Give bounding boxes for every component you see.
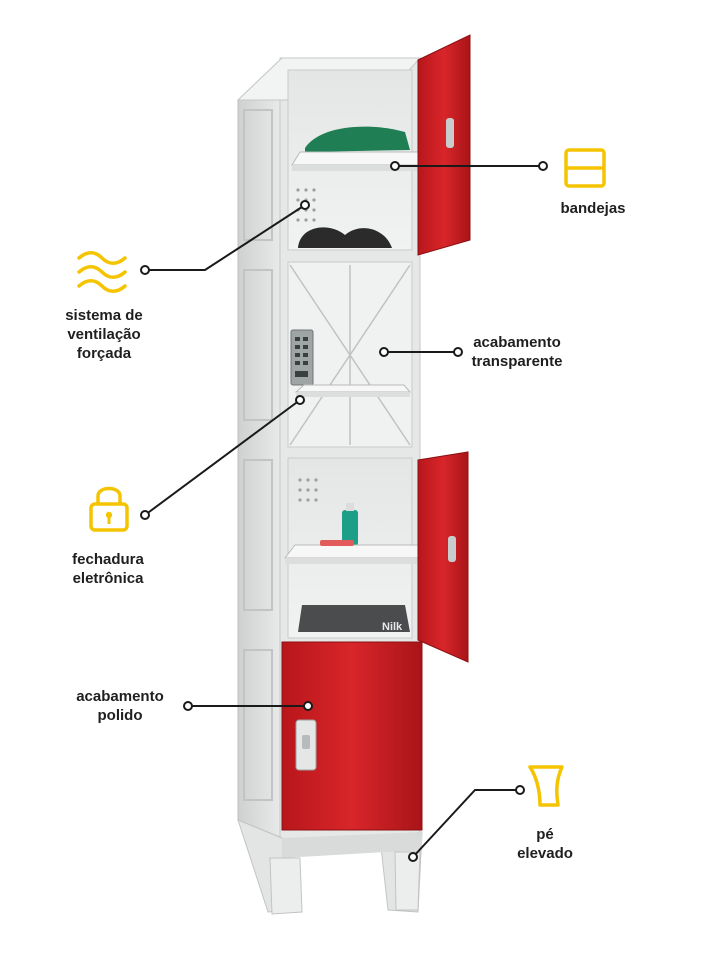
tray-icon bbox=[564, 148, 606, 188]
leader-ventilation bbox=[145, 204, 306, 271]
label-polished: acabamento polido bbox=[76, 688, 164, 724]
door-middle bbox=[417, 451, 469, 663]
door-top bbox=[417, 34, 471, 256]
label-lock: fechadura eletrônica bbox=[72, 551, 144, 587]
label-trays: bandejas bbox=[560, 200, 626, 217]
padlock-icon bbox=[89, 486, 129, 532]
label-foot: pé elevado bbox=[517, 826, 573, 862]
folded-clothes bbox=[305, 126, 410, 152]
leader-lock bbox=[144, 399, 301, 516]
label-transparent: acabamento transparente bbox=[471, 334, 563, 370]
label-ventilation: sistema de ventilação forçada bbox=[65, 307, 143, 362]
bottle bbox=[342, 510, 358, 546]
shoes bbox=[298, 227, 392, 248]
brand-mark: Nilk bbox=[382, 621, 403, 633]
leader-foot bbox=[412, 789, 520, 858]
foot-icon bbox=[528, 765, 564, 807]
wave-icon bbox=[77, 251, 127, 293]
